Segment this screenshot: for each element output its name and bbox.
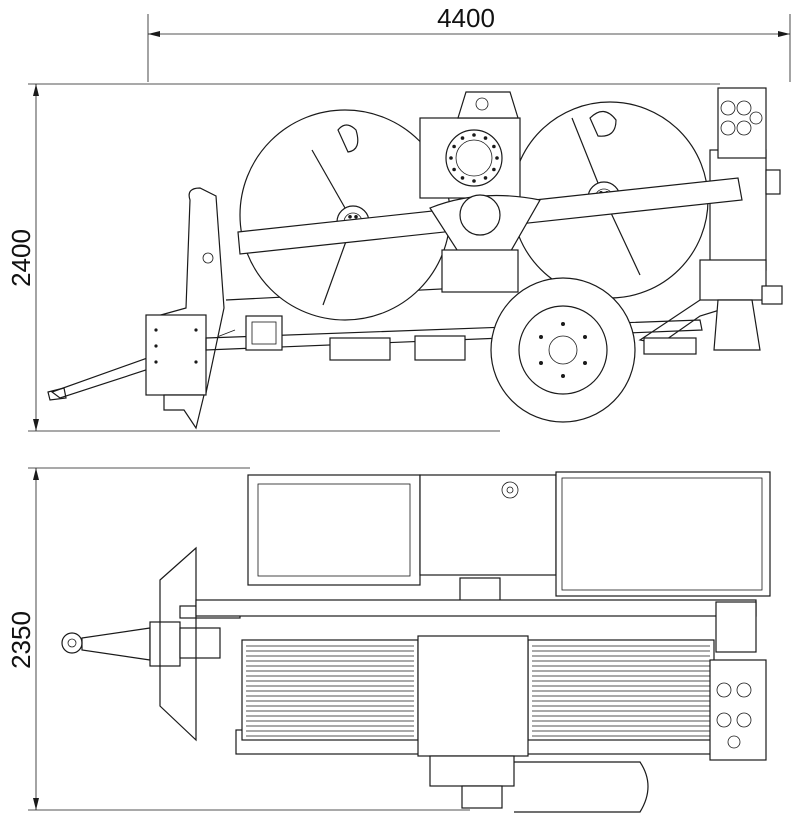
top-view <box>61 471 771 813</box>
width-label: 2350 <box>6 611 36 669</box>
hub-bolt <box>354 215 358 219</box>
top-left-drum <box>241 639 419 741</box>
hub-bolt <box>483 136 488 140</box>
hub-bolt <box>452 167 456 172</box>
top-right-drum <box>527 639 715 741</box>
dimension-width: 2350 <box>6 467 470 811</box>
hub-bolt <box>460 136 465 140</box>
road-wheel <box>490 277 636 423</box>
hub-bolt <box>492 144 496 149</box>
hub-bolt <box>472 179 476 183</box>
enclosures <box>247 471 771 609</box>
hub-bolt <box>472 133 476 137</box>
rear-rollers <box>709 659 767 761</box>
hub-bolt <box>492 167 496 172</box>
jack-plate <box>159 546 197 742</box>
length-label: 4400 <box>437 3 495 33</box>
dimension-length: 4400 <box>147 3 791 82</box>
side-view <box>47 87 783 430</box>
hub-bolt <box>460 176 465 180</box>
dimension-height: 2400 <box>6 83 720 432</box>
gearbox <box>419 91 541 293</box>
hub-bolt <box>348 215 352 219</box>
hub-bolt <box>483 176 488 180</box>
rear-frame <box>699 87 783 351</box>
height-label: 2400 <box>6 229 36 287</box>
front-leg <box>145 187 225 430</box>
hub-bolt <box>452 144 456 149</box>
hub-bolt <box>495 156 499 160</box>
hub-bolt <box>449 156 453 160</box>
top-gearbox <box>417 635 649 813</box>
